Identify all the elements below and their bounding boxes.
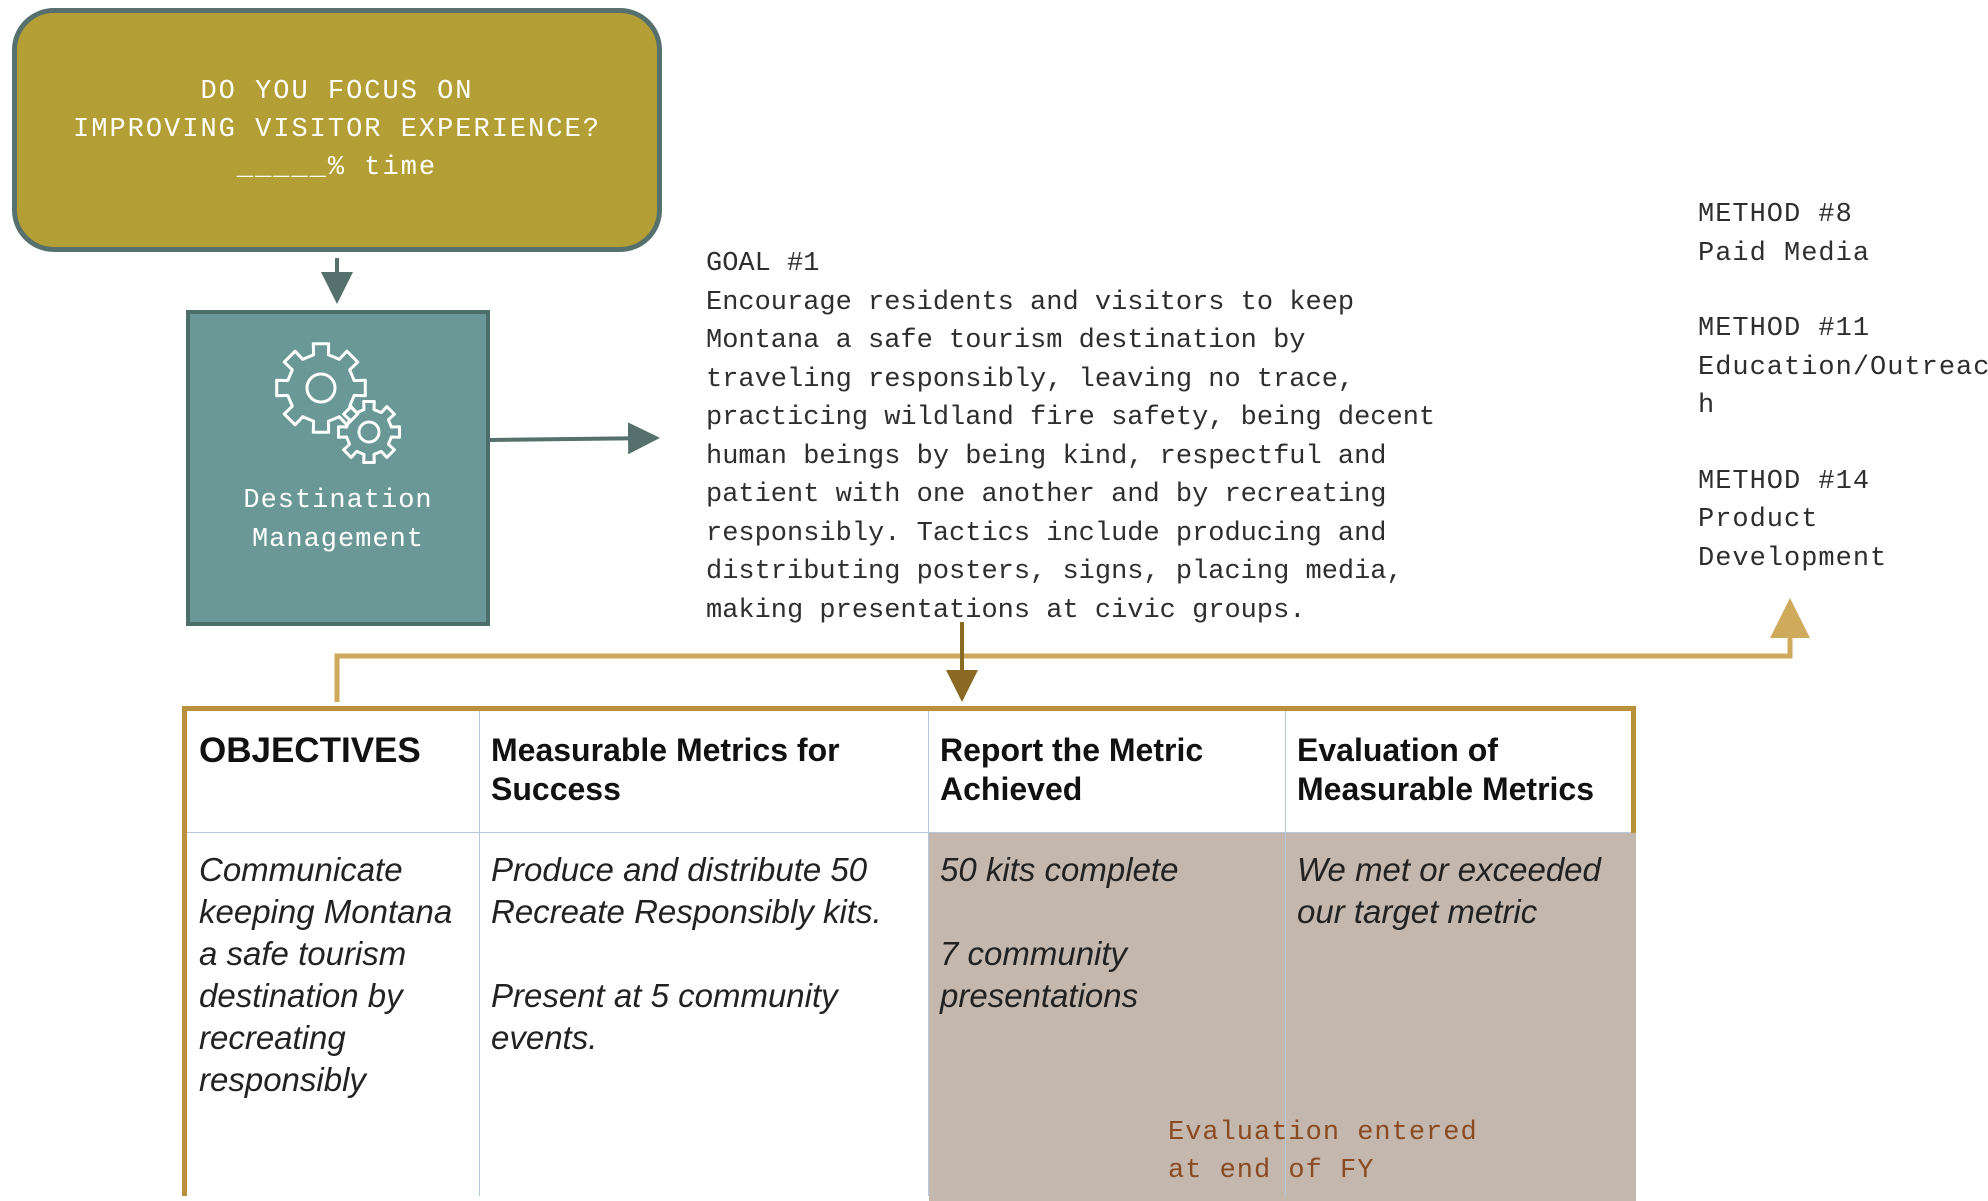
destination-label: Destination Management <box>190 482 486 560</box>
destination-management-box: Destination Management <box>186 310 490 626</box>
header-objectives: OBJECTIVES <box>199 731 421 770</box>
goal-line: distributing posters, signs, placing med… <box>706 557 1403 587</box>
goal-title: GOAL #1 <box>706 249 820 279</box>
header-achieved: Report the Metric Achieved <box>940 732 1204 807</box>
destination-label-line-2: Management <box>251 525 425 555</box>
evaluation-note: Evaluation entered at end of FY <box>1168 1114 1478 1190</box>
evaluation-note-line-2: at end of FY <box>1168 1156 1375 1186</box>
goal-line: responsibly. Tactics include producing a… <box>706 518 1387 549</box>
method-title: METHOD #14 <box>1698 466 1871 497</box>
goal-line: Encourage residents and visitors to keep <box>706 287 1355 318</box>
methods-list: METHOD #8 Paid Media METHOD #11 Educatio… <box>1698 196 1988 615</box>
column-divider <box>928 711 929 1196</box>
header-evaluation: Evaluation of Measurable Metrics <box>1297 732 1595 807</box>
achieved-item: 7 community presentations <box>940 935 1139 1014</box>
question-line-1: DO YOU FOCUS ON <box>200 77 474 107</box>
goal-line: human beings by being kind, respectful a… <box>706 441 1387 472</box>
achieved-cell-shade <box>929 833 1636 1201</box>
method-8: METHOD #8 Paid Media <box>1698 196 1978 273</box>
header-metrics: Measurable Metrics for Success <box>491 732 840 807</box>
method-11: METHOD #11 Education/Outreac h <box>1698 310 1988 426</box>
evaluation-text: We met or exceeded our target metric <box>1297 851 1601 930</box>
method-line: Education/Outreac <box>1698 352 1988 383</box>
goal-line: traveling responsibly, leaving no trace, <box>706 364 1355 395</box>
goal-text-block: GOAL #1 Encourage residents and visitors… <box>706 245 1436 630</box>
connector-table-to-methods <box>334 598 1810 702</box>
method-line: Development <box>1698 543 1888 574</box>
arrow-destination-to-goal <box>489 422 660 455</box>
method-line: h <box>1698 391 1716 421</box>
objective-text: Communicate keeping Montana a safe touri… <box>199 851 453 1098</box>
header-divider <box>187 832 1631 833</box>
evaluation-note-line-1: Evaluation entered <box>1168 1118 1478 1148</box>
goal-line: practicing wildland fire safety, being d… <box>706 403 1436 433</box>
question-line-2: IMPROVING VISITOR EXPERIENCE? <box>73 115 601 145</box>
gears-icon <box>275 342 401 464</box>
metrics-cell: Produce and distribute 50 Recreate Respo… <box>479 837 928 1071</box>
achieved-item: 50 kits complete <box>940 851 1179 888</box>
objectives-table: OBJECTIVES Measurable Metrics for Succes… <box>182 706 1636 1201</box>
method-line: Paid Media <box>1698 238 1871 269</box>
metric-item: Present at 5 community events. <box>491 977 838 1056</box>
destination-label-line-1: Destination <box>243 486 433 516</box>
question-box: DO YOU FOCUS ON IMPROVING VISITOR EXPERI… <box>12 8 662 252</box>
column-divider <box>1285 711 1286 1196</box>
method-title: METHOD #11 <box>1698 314 1871 344</box>
column-divider <box>479 711 480 1196</box>
goal-line: making presentations at civic groups. <box>706 595 1306 626</box>
method-14: METHOD #14 Product Development <box>1698 463 1978 579</box>
small-gear-shape <box>337 400 401 464</box>
question-line-3: _____% time <box>236 153 438 183</box>
method-line: Product <box>1698 505 1819 535</box>
method-title: METHOD #8 <box>1698 200 1853 230</box>
achieved-cell: 50 kits complete 7 community presentatio… <box>928 837 1285 1029</box>
goal-line: patient with one another and by recreati… <box>706 480 1387 510</box>
goal-line: Montana a safe tourism destination by <box>706 326 1306 356</box>
metric-item: Produce and distribute 50 Recreate Respo… <box>491 851 882 930</box>
large-gear-shape <box>275 342 367 434</box>
